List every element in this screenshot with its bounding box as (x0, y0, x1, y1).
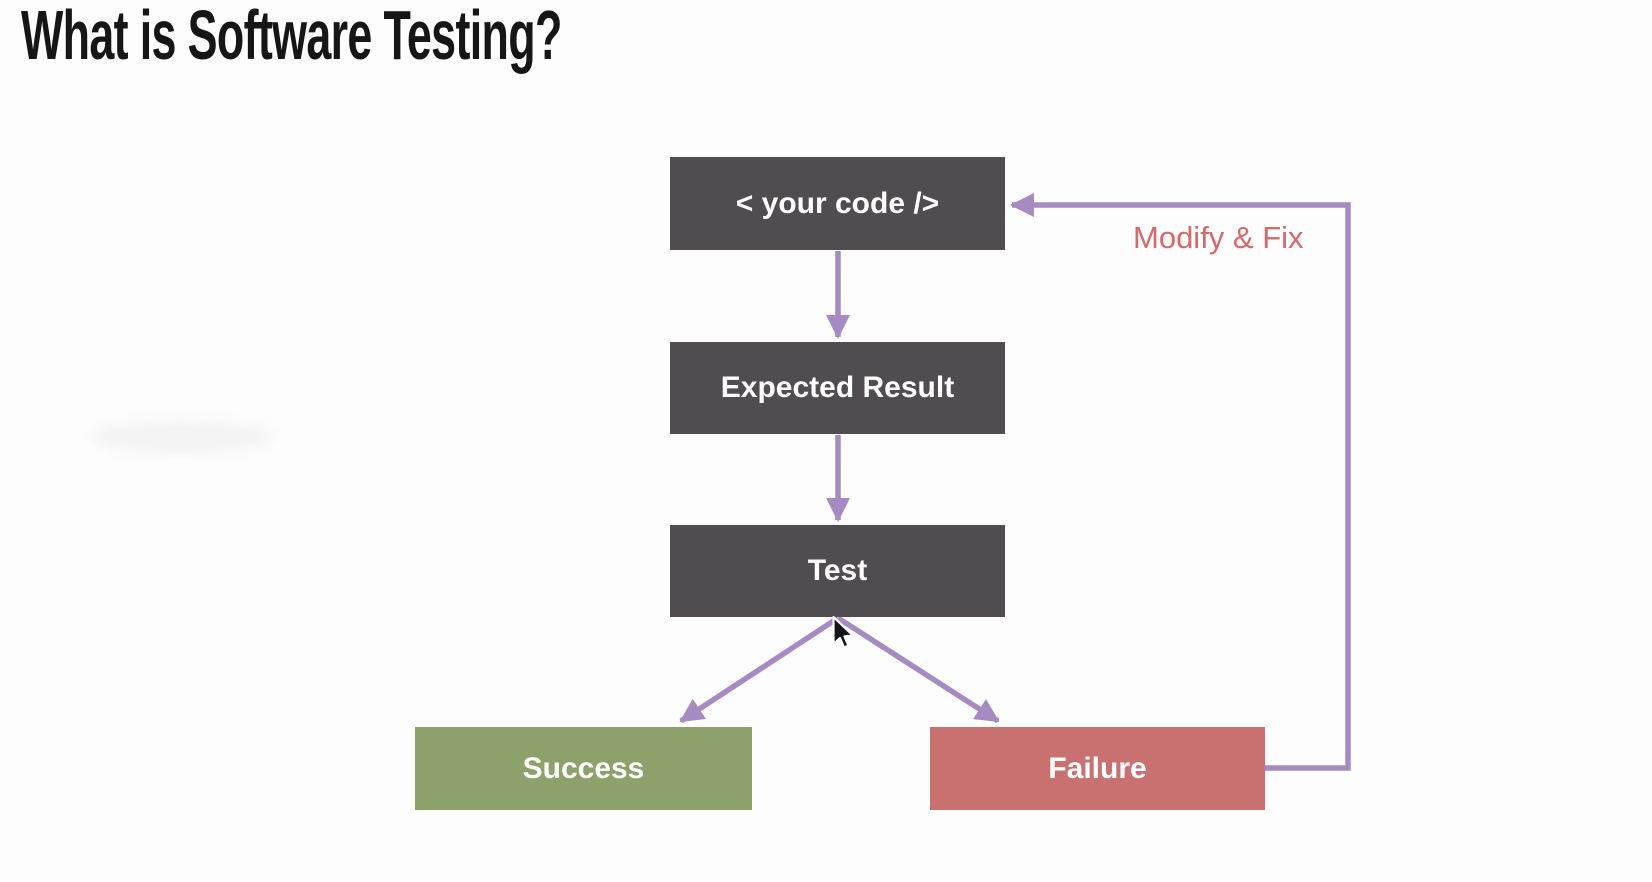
node-expected-result-label: Expected Result (720, 371, 955, 404)
node-failure-label: Failure (1048, 751, 1147, 785)
faint-smudge (92, 420, 272, 454)
node-success-label: Success (522, 751, 645, 785)
node-test: Test (670, 525, 1005, 617)
mouse-cursor-icon (832, 615, 855, 649)
arrow-test-to-failure (836, 615, 1000, 724)
node-expected-result: Expected Result (670, 342, 1005, 434)
node-your-code: < your code /> (670, 157, 1005, 250)
page-title: What is Software Testing? (21, 0, 562, 74)
arrow-test-to-success (679, 615, 840, 724)
node-your-code-label: < your code /> (735, 186, 940, 220)
modify-fix-edge-label: Modify & Fix (1133, 220, 1304, 255)
arrow-failure-to-code (1010, 193, 1351, 771)
node-success: Success (415, 727, 752, 810)
node-failure: Failure (930, 727, 1265, 810)
node-test-label: Test (807, 554, 868, 587)
